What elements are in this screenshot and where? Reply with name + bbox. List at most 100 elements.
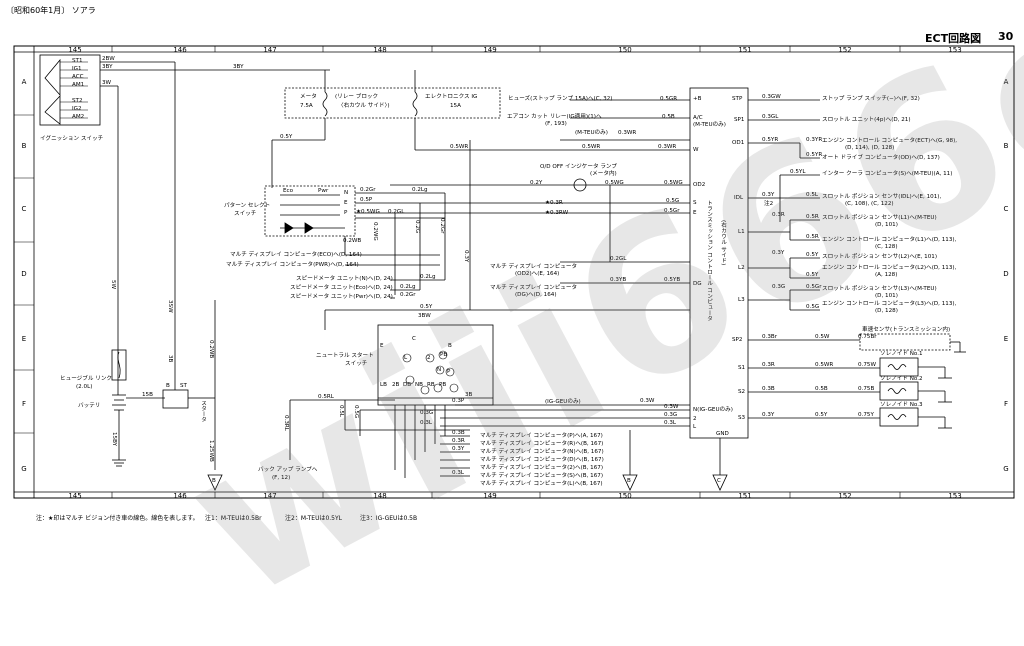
wire-label: 0.3L — [664, 420, 677, 426]
ign-term: IG1 — [72, 66, 82, 72]
ecu-pin: STP — [732, 96, 743, 102]
wire-label: 3BY — [102, 64, 113, 70]
wire-label: 0.5WG — [605, 180, 624, 186]
nss-term: PB — [439, 382, 447, 388]
wire-label: 0.75Y — [858, 412, 874, 418]
ecu-pin: L2 — [738, 265, 745, 271]
ign-term: AM2 — [72, 114, 85, 120]
wire-label: 0.75B — [858, 386, 875, 392]
od1-ref2: (D, 114), (D, 128) — [845, 145, 895, 151]
ect-circuit-diagram: 〔昭和60年1月〕 ソアラ ECT回路図 30 145 146 147 148 … — [6, 0, 1024, 646]
fuse-link-label: ヒュージブル リンク — [60, 376, 113, 382]
mdc-od2-ref: マルチ ディスプレイ コンピュータ — [490, 264, 578, 270]
col-bottom: 153 — [948, 492, 962, 500]
wire-label: 0.2Lg — [400, 284, 416, 290]
ecu-pin: S2 — [738, 389, 746, 395]
nss-label2: スイッチ — [345, 361, 368, 367]
ecu-pin: W — [693, 147, 699, 153]
col-bottom: 146 — [173, 492, 187, 500]
wire-label: 0.5Y — [806, 252, 819, 258]
nss-circ: L — [404, 355, 408, 361]
fuse-link-spec: (2.0L) — [76, 384, 93, 390]
wire-label: 15BY — [111, 432, 117, 447]
od1-ref: エンジン コントロール コンピュータ(ECT)へ(G, 98), — [822, 138, 958, 144]
ecu-pin: S3 — [738, 415, 746, 421]
wire-label: ★0.3RW — [545, 210, 569, 216]
ecu-ig-fuse-label: エレクトロニクス IG — [425, 94, 478, 100]
col-top: 148 — [373, 46, 387, 54]
wire-label: 0.3RL — [283, 415, 289, 431]
relay-block-label: (リレー ブロック — [335, 94, 379, 100]
wire-label: 0.2Gr — [400, 292, 416, 298]
footnote: 注3：IG-GEUは0.5B — [360, 515, 418, 522]
wire-label: 0.3Y — [772, 250, 785, 256]
ecu-pin: SP2 — [732, 337, 743, 343]
wire-label: 0.2Gr — [360, 187, 376, 193]
mdc-out-ref: マルチ ディスプレイ コンピュータ(N)へ(B, 167) — [480, 449, 604, 455]
wire-label: 0.5YB — [664, 277, 681, 283]
wire-label: 0.3L — [452, 470, 465, 476]
wire-label: 0.3G — [420, 410, 434, 416]
wire-label: 3B — [465, 392, 473, 398]
mdc-out-ref: マルチ ディスプレイ コンピュータ(2)へ(B, 167) — [480, 465, 604, 471]
ecu-pin: OD2 — [693, 182, 706, 188]
nss-circ: E — [380, 343, 384, 349]
wire-label: 0.2GL — [610, 256, 627, 262]
row-label: G — [1003, 465, 1009, 473]
wire-label: 0.2Lg — [412, 187, 428, 193]
ecu-label: トランスミッション コントロール コンピュータ — [706, 200, 712, 322]
ecu-pin: E — [693, 210, 697, 216]
l3-ref2: (D, 101) — [875, 293, 898, 299]
pattern-n: N — [344, 190, 349, 196]
ground-label: B — [212, 478, 216, 484]
starter-term: ST — [180, 383, 187, 389]
wire-label: 3SW — [167, 300, 173, 313]
ecu-pin: S — [693, 200, 697, 206]
solenoid-1-label: ソレノイド No.1 — [880, 351, 923, 357]
wire-label: 0.2WB — [208, 340, 214, 359]
col-bottom: 145 — [68, 492, 82, 500]
ecu-pin: SP1 — [734, 117, 745, 123]
ecu-ig-fuse-amp: 15A — [450, 103, 461, 109]
row-label: A — [1003, 78, 1009, 86]
od-off-lamp-label: O/D OFF インジケータ ランプ — [540, 164, 617, 170]
l2-ref2: エンジン コントロール コンピュータ(L2)へ(D, 113), — [822, 265, 957, 271]
sp1-ref: スロットル ユニット(4p)へ(D, 21) — [822, 117, 911, 123]
row-label: D — [21, 270, 27, 278]
col-top: 147 — [263, 46, 277, 54]
wire-label: 0.3P — [452, 398, 465, 404]
nss-term: LB — [380, 382, 387, 388]
wire-label: 0.75Br — [858, 334, 877, 340]
wire-label: 0.5Y — [806, 272, 819, 278]
wire-label: 0.5Y — [280, 134, 293, 140]
sp2-sensor-label: 車速センサ(トランスミッション内) — [862, 327, 951, 333]
wire-label: 0.3W — [664, 404, 679, 410]
backup-lamp-ref: バック アップ ランプへ — [258, 467, 318, 473]
note-ref: 注2 — [764, 201, 774, 207]
wire-label: 0.3Y — [762, 412, 775, 418]
wire-label: 0.2GL — [388, 209, 405, 215]
nss-label: ニュートラル スタート — [316, 353, 374, 359]
idl-ref: インター クーラ コンピュータ(S)へ(M-TEU)(A, 11) — [822, 171, 953, 177]
wire-label: 0.5YR — [762, 137, 779, 143]
ecu-pin: L3 — [738, 297, 745, 303]
l2-ref3: (A, 128) — [875, 272, 898, 278]
footnote: 注1：M-TEUは0.5Br — [205, 515, 262, 522]
wire-label: 0.5B — [662, 114, 675, 120]
wire-label: 0.3G — [664, 412, 678, 418]
wire-label: 3BW — [418, 313, 431, 319]
wire-label: 0.3G — [772, 284, 786, 290]
wire-label: 0.3WR — [658, 144, 677, 150]
ground-label: B — [627, 478, 631, 484]
ecu-pin: DG — [693, 281, 702, 287]
ecu-pin: OD1 — [732, 140, 745, 146]
mdc-out-ref: マルチ ディスプレイ コンピュータ(R)へ(B, 167) — [480, 441, 604, 447]
wire-label: 0.5RL — [318, 394, 334, 400]
mdc-out-ref: マルチ ディスプレイ コンピュータ(D)へ(B, 167) — [480, 457, 604, 463]
stop-fuse-ref: ヒューズ(ストップ ランプ 15A)へ(C, 32) — [508, 96, 613, 102]
wire-label: 0.5L — [806, 192, 819, 198]
wire-label: 0.5Gr — [806, 284, 822, 290]
wire-label: 0.5WG — [664, 180, 683, 186]
row-label: F — [21, 400, 27, 408]
nss-circ: N — [437, 367, 442, 373]
